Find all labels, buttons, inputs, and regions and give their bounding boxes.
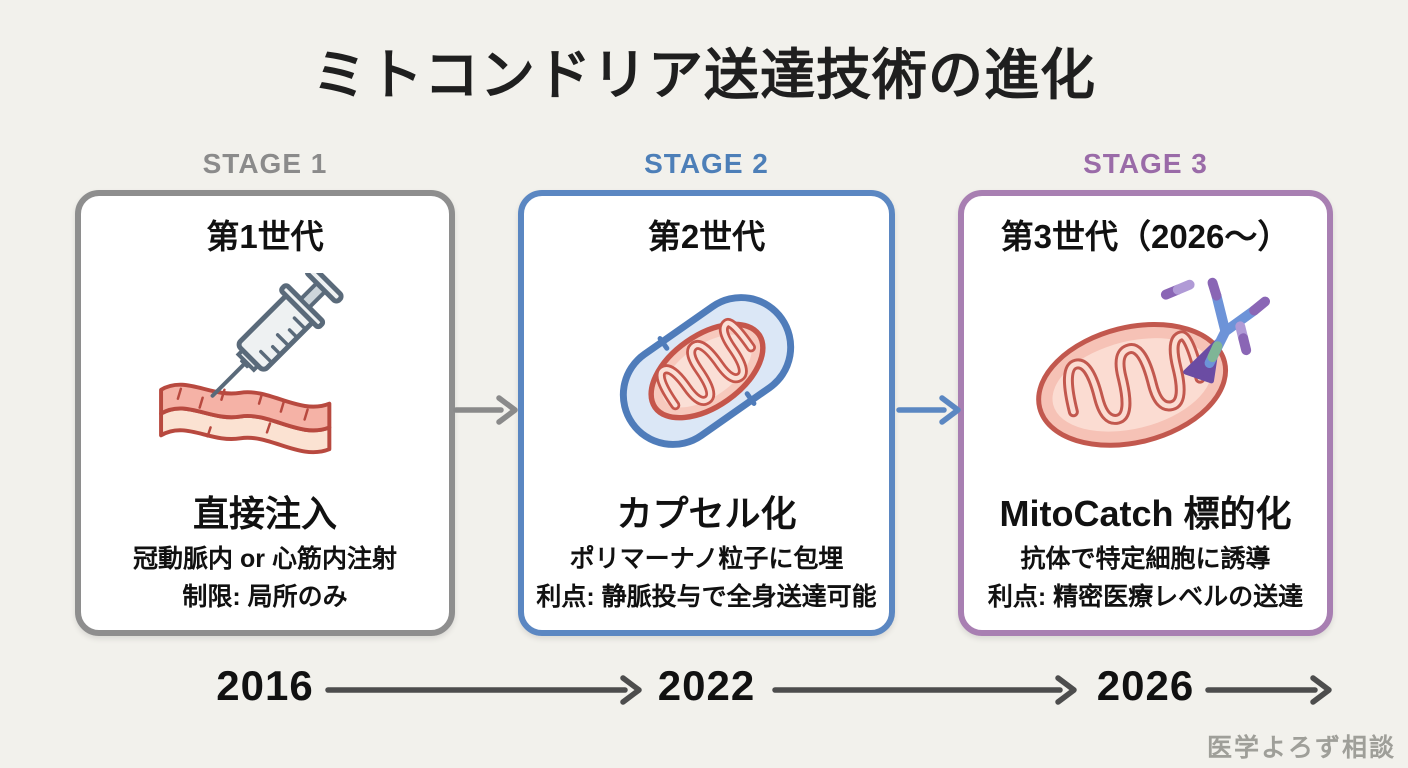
watermark: 医学よろず相談: [1206, 734, 1396, 762]
stage-3-generation: 第3世代（2026〜）: [1000, 218, 1291, 255]
stage-1-column: STAGE 1 第1世代: [75, 148, 455, 636]
stage-1-generation: 第1世代: [206, 218, 324, 255]
stage-2-label: STAGE 2: [644, 148, 769, 179]
stage-1-card: 第1世代: [75, 190, 455, 636]
stage-2-card: 第2世代 カプセル化 ポリマーナノ粒子に包埋 利点: 静脈投与で全身送達可: [518, 190, 895, 636]
stage-1-method: 直接注入: [192, 492, 337, 534]
stage-3-card: 第3世代（2026〜）: [958, 190, 1333, 636]
stage-2-generation: 第2世代: [647, 218, 766, 255]
page-title: ミトコンドリア送達技術の進化: [311, 44, 1096, 106]
antibody-targeted-mitochondrion-icon: [1021, 258, 1271, 485]
stage-2-detail-1: ポリマーナノ粒子に包埋: [569, 544, 844, 573]
timeline-year-2016: 2016: [216, 662, 314, 709]
stage-2-method: カプセル化: [616, 492, 797, 534]
stage-3-detail-1: 抗体で特定細胞に誘導: [1020, 544, 1271, 573]
timeline-arrow-3-icon: [1205, 670, 1333, 715]
stage1-to-stage2-arrow-icon: [453, 388, 519, 437]
stage2-to-stage3-arrow-icon: [896, 388, 962, 437]
timeline-arrow-2-icon: [772, 670, 1078, 715]
stage-2-detail-2: 利点: 静脈投与で全身送達可能: [536, 583, 877, 612]
timeline-year-2026: 2026: [1096, 662, 1195, 709]
stage-1-detail-2: 制限: 局所のみ: [182, 583, 348, 612]
syringe-injection-icon: [151, 258, 379, 485]
stage-1-label: STAGE 1: [202, 148, 328, 179]
timeline-year-2022: 2022: [657, 662, 756, 709]
stage-3-label: STAGE 3: [1083, 148, 1208, 179]
stage-3-method: MitoCatch 標的化: [999, 492, 1292, 534]
stage-1-detail-1: 冠動脈内 or 心筋内注射: [133, 544, 397, 573]
stage-2-column: STAGE 2 第2世代 カプセル化 ポリマーナノ粒子に包埋: [518, 148, 895, 636]
stage-3-detail-2: 利点: 精密医療レベルの送達: [987, 583, 1304, 612]
timeline-arrow-1-icon: [325, 670, 643, 715]
stage-3-column: STAGE 3 第3世代（2026〜）: [958, 148, 1333, 636]
encapsulated-mitochondrion-icon: [593, 258, 821, 485]
